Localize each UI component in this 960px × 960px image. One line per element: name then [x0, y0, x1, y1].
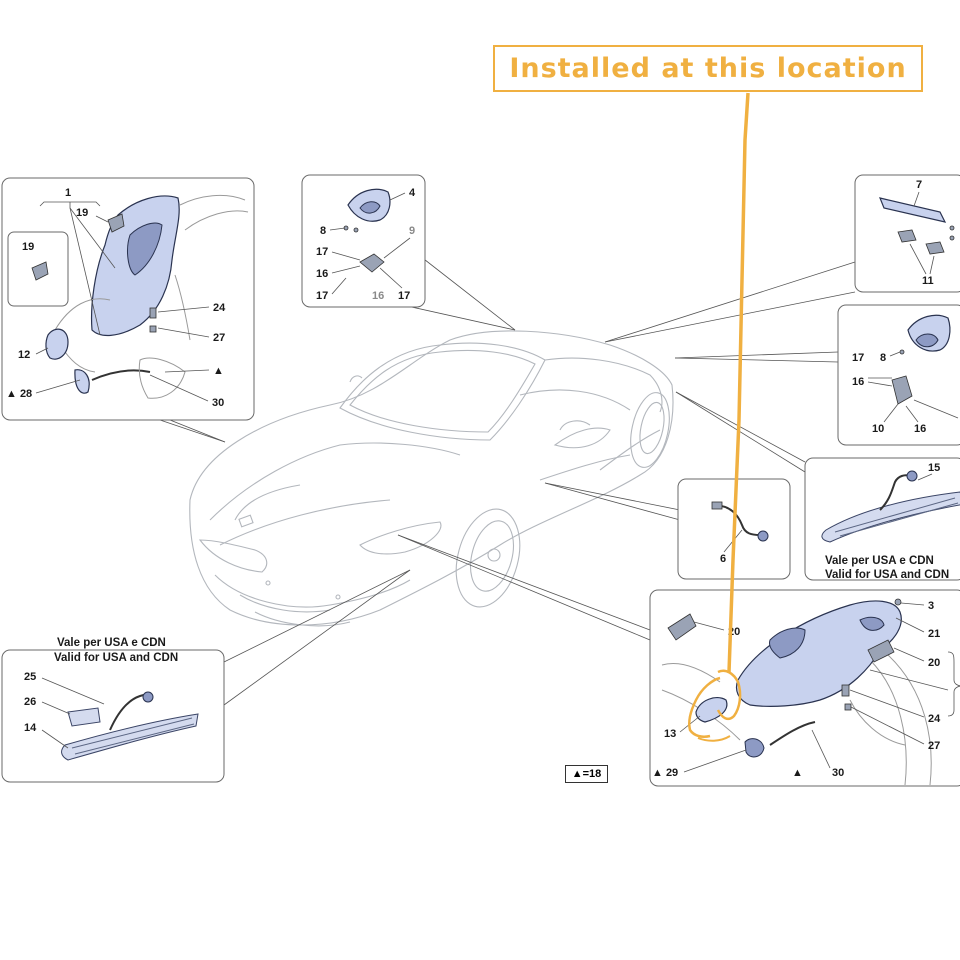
svg-text:20: 20	[928, 657, 940, 669]
panel-side-marker-left: Vale per USA e CDN Valid for USA and CDN…	[1, 637, 225, 783]
svg-text:11: 11	[922, 275, 934, 287]
svg-text:27: 27	[213, 332, 225, 344]
svg-text:21: 21	[928, 628, 940, 640]
svg-text:8: 8	[320, 225, 326, 237]
svg-text:16: 16	[316, 268, 328, 280]
svg-text:16: 16	[372, 290, 384, 302]
svg-text:13: 13	[664, 728, 676, 740]
svg-text:9: 9	[409, 225, 415, 237]
panel-mirror: 4 8 9 17 16 17 16 17	[301, 174, 426, 308]
svg-text:▲ 28: ▲ 28	[6, 388, 32, 400]
svg-text:16: 16	[914, 423, 926, 435]
svg-text:24: 24	[213, 302, 226, 314]
svg-text:30: 30	[212, 397, 224, 409]
svg-text:8: 8	[880, 352, 886, 364]
svg-text:1: 1	[65, 187, 71, 199]
svg-text:17: 17	[316, 246, 328, 258]
svg-text:30: 30	[832, 767, 844, 779]
triangle-icon: ▲	[571, 768, 583, 780]
note-left-en: Valid for USA and CDN	[54, 652, 178, 664]
note-right-en: Valid for USA and CDN	[825, 569, 949, 581]
triangle-legend: ▲=18	[565, 765, 608, 783]
legend-value: =18	[582, 768, 602, 780]
svg-text:6: 6	[720, 553, 726, 565]
panel-front-left-headlight: 1 19 19 24 27 12 ▲ 28 ▲ 30	[1, 177, 255, 421]
panel-top-right: 7 11	[854, 174, 960, 293]
panel-headlight-right: 3 21 20 20 24 27 13 ▲ 29 ▲ 30	[649, 589, 960, 787]
svg-text:16: 16	[852, 376, 864, 388]
svg-text:25: 25	[24, 671, 36, 683]
svg-text:19: 19	[22, 241, 34, 253]
svg-text:24: 24	[928, 713, 941, 725]
note-left-it: Vale per USA e CDN	[57, 637, 166, 649]
svg-text:▲: ▲	[213, 365, 224, 377]
callout-box: Installed at this location	[493, 45, 923, 92]
panel-side-marker-right: 15 Vale per USA e CDN Valid for USA and …	[804, 457, 960, 581]
note-right-it: Vale per USA e CDN	[825, 555, 934, 567]
svg-text:14: 14	[24, 722, 37, 734]
callout-pointer	[688, 92, 750, 742]
svg-text:▲ 29: ▲ 29	[652, 767, 678, 779]
svg-text:26: 26	[24, 696, 36, 708]
svg-text:4: 4	[409, 187, 416, 199]
svg-text:17: 17	[398, 290, 410, 302]
svg-text:3: 3	[928, 600, 934, 612]
svg-text:7: 7	[916, 179, 922, 191]
svg-text:15: 15	[928, 462, 940, 474]
panel-right-mirror: 17 8 16 10 16	[837, 304, 960, 446]
svg-text:10: 10	[872, 423, 884, 435]
svg-text:17: 17	[316, 290, 328, 302]
svg-text:27: 27	[928, 740, 940, 752]
callout-label: Installed at this location	[509, 53, 907, 84]
car-outline	[189, 330, 674, 627]
svg-text:17: 17	[852, 352, 864, 364]
svg-text:12: 12	[18, 349, 30, 361]
leader-lines	[159, 255, 856, 706]
svg-text:19: 19	[76, 207, 88, 219]
svg-text:▲: ▲	[792, 767, 803, 779]
